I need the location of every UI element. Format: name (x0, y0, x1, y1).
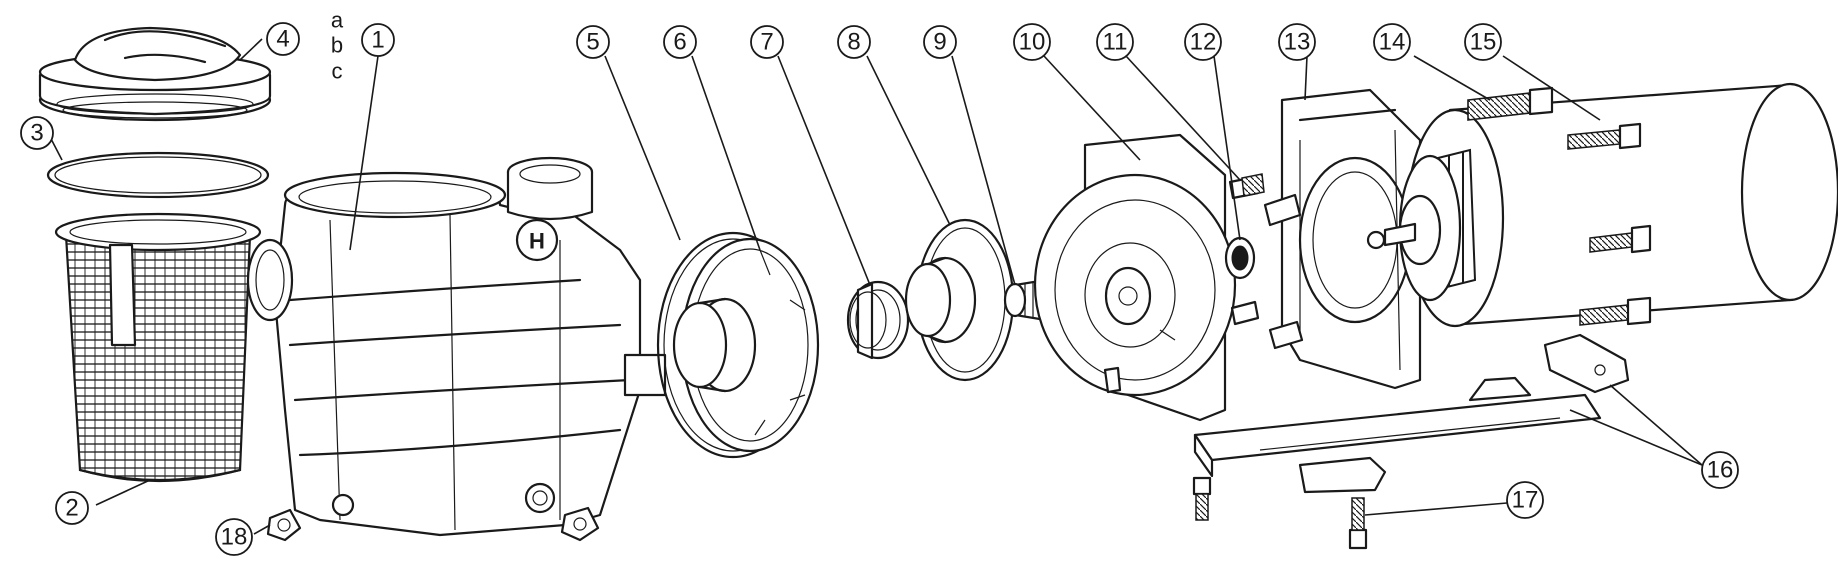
drain-plug-lower (560, 506, 600, 542)
variant-label-c: c (332, 59, 343, 84)
callout-16: 16 (1701, 451, 1739, 489)
callouts: 1 2 3 4 5 6 7 8 9 10 11 12 13 14 15 16 1… (20, 22, 1739, 556)
through-bolts (1467, 86, 1652, 326)
callout-4: 4 (266, 22, 300, 56)
variant-label-a: a (331, 8, 344, 33)
callout-10-label: 10 (1019, 29, 1046, 56)
callout-13: 13 (1278, 23, 1316, 61)
motor-bracket (1263, 88, 1422, 390)
variant-labels: a b c (331, 8, 344, 84)
callout-14-label: 14 (1379, 29, 1406, 56)
callout-3-label: 3 (30, 120, 43, 147)
callout-18: 18 (215, 518, 253, 556)
callout-16-label: 16 (1707, 457, 1734, 484)
drain-plug (266, 508, 302, 542)
base-screws (1192, 476, 1368, 550)
callout-12: 12 (1184, 23, 1222, 61)
callout-17-label: 17 (1512, 487, 1539, 514)
callout-7-label: 7 (760, 29, 773, 56)
impeller (904, 218, 1015, 382)
callout-7: 7 (750, 25, 784, 59)
callout-1-label: 1 (371, 27, 384, 54)
motor (1383, 82, 1838, 328)
leader-lines (47, 38, 1703, 535)
callout-11-label: 11 (1103, 29, 1128, 56)
strainer-cover (38, 26, 272, 122)
callout-9-label: 9 (933, 29, 946, 56)
callout-18-label: 18 (221, 524, 248, 551)
callout-4-label: 4 (276, 26, 289, 53)
callout-1: 1 (361, 23, 395, 57)
callout-8: 8 (837, 25, 871, 59)
strainer-basket (54, 212, 262, 483)
mechanical-seal (846, 280, 910, 360)
callout-15: 15 (1464, 23, 1502, 61)
mounting-studs (1228, 173, 1265, 326)
callout-2: 2 (55, 491, 89, 525)
callout-6-label: 6 (673, 29, 686, 56)
lid-o-ring (46, 151, 270, 199)
callout-15-label: 15 (1470, 29, 1497, 56)
callout-11: 11 (1096, 23, 1134, 61)
callout-3: 3 (20, 116, 54, 150)
callout-5: 5 (576, 25, 610, 59)
callout-9: 9 (923, 25, 957, 59)
variant-label-b: b (331, 33, 343, 58)
callout-17: 17 (1506, 481, 1544, 519)
pump-housing (246, 156, 667, 537)
callout-13-label: 13 (1284, 29, 1311, 56)
washer (1224, 236, 1256, 280)
callout-8-label: 8 (847, 29, 860, 56)
callout-6: 6 (663, 25, 697, 59)
callout-12-label: 12 (1190, 29, 1217, 56)
motor-support (1543, 333, 1630, 394)
motor-base (1193, 376, 1602, 494)
seal-plate (1033, 133, 1237, 422)
housing-logo-mark: H (529, 229, 545, 254)
callout-14: 14 (1373, 23, 1411, 61)
diffuser (672, 237, 820, 453)
callout-10: 10 (1013, 23, 1051, 61)
callout-2-label: 2 (65, 495, 78, 522)
callout-5-label: 5 (586, 29, 599, 56)
